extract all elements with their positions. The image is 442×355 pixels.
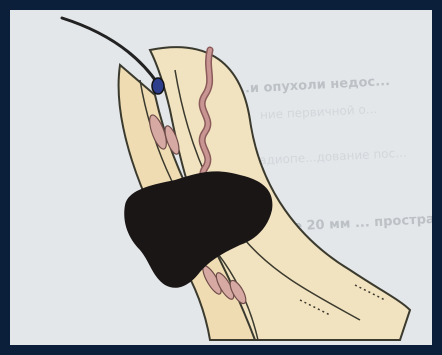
needle bbox=[62, 18, 158, 84]
photo-area: ...и опухоли недос... ние первичной о...… bbox=[10, 10, 432, 345]
anatomical-diagram bbox=[10, 10, 432, 345]
needle-tip-icon bbox=[152, 78, 164, 94]
